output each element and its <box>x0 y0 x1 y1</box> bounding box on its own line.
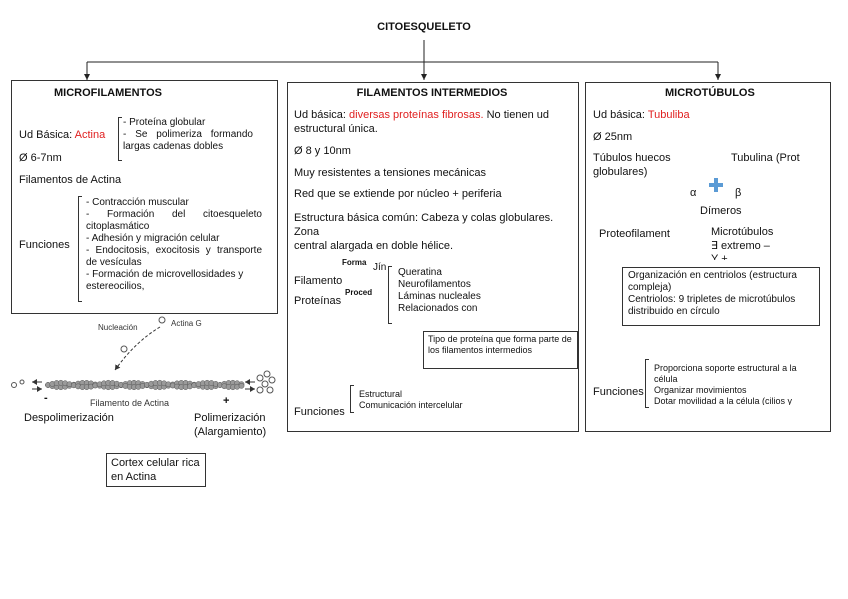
inter-filamentos-label: Filamentos <box>294 274 342 288</box>
mt-globulares: globulares) <box>593 165 647 179</box>
inter-ud-label: Ud básica: <box>294 109 349 121</box>
mt-funciones-brace <box>645 359 649 408</box>
micro-funcion-item: Adhesión y migración celular <box>86 233 262 245</box>
actina-g-label: Actina G <box>171 319 202 328</box>
mt-org-line: Centriolos: 9 tripletes de microtúbulos … <box>628 294 814 318</box>
mt-ymas: Y + <box>711 252 751 260</box>
plus-end-label: + <box>223 394 229 408</box>
page-title: CITOESQUELETO <box>0 20 848 34</box>
inter-list-item: Láminas nucleales <box>398 291 481 303</box>
inter-ud-basica: Ud básica: diversas proteínas fibrosas. … <box>294 108 569 136</box>
mt-beta: β <box>735 186 741 200</box>
micro-ud-label: Ud Básica: <box>19 129 75 141</box>
inter-list-item: Neurofilamentos <box>398 279 481 291</box>
mt-extremo: ∃ extremo – <box>711 239 770 253</box>
actin-figure-drawing <box>10 312 278 412</box>
despolimerizacion-label: Despolimerización <box>24 411 124 425</box>
cortex-text: Cortex celular rica en Actina <box>111 457 200 483</box>
mt-protofilament: Proteofilament <box>599 227 670 241</box>
mt-tubulina: Tubulina (Prot <box>731 151 827 165</box>
mt-funcion-item: Dotar movilidad a la célula (cilios y <box>654 396 814 405</box>
micro-funciones-label: Funciones <box>19 238 70 252</box>
inter-tipo-box: Tipo de proteína que forma parte de los … <box>423 331 578 369</box>
inter-diameter: Ø 8 y 10nm <box>294 144 351 158</box>
inter-ud-value: diversas proteínas fibrosas. <box>349 109 484 121</box>
inter-proteinas-label: Proteínas <box>294 294 346 308</box>
intermedios-title: FILAMENTOS INTERMEDIOS <box>287 86 577 100</box>
inter-list-brace <box>388 266 392 324</box>
mt-org-line: Organización en centriolos (estructura c… <box>628 270 814 294</box>
inter-jin-label: Jín <box>373 262 386 274</box>
polimerizacion-label: Polimerización (Alargamiento) <box>194 411 282 439</box>
mt-ud-value: Tubuliba <box>648 109 690 121</box>
actin-monomer <box>239 383 244 388</box>
micro-ud-value: Actina <box>75 129 106 141</box>
micro-filamentos: Filamentos de Actina <box>19 173 121 187</box>
micro-ud-prop: Se polimeriza formando largas cadenas do… <box>123 129 253 153</box>
filamento-label: Filamento de Actina <box>90 398 169 409</box>
microfilamentos-title: MICROFILAMENTOS <box>54 86 162 100</box>
mt-alpha: α <box>690 186 696 200</box>
micro-diameter: Ø 6-7nm <box>19 151 62 165</box>
plus-icon <box>709 178 723 192</box>
micro-ud-prop: Proteína globular <box>123 117 253 129</box>
mt-ud-label: Ud básica: <box>593 109 648 121</box>
micro-funciones-list: Contracción muscular Formación del citoe… <box>86 197 262 293</box>
mt-dimeros: Dímeros <box>700 204 742 218</box>
inter-estructura: Estructura básica común: Cabeza y colas … <box>294 211 562 253</box>
micro-funcion-item: Formación de microvellosidades y estereo… <box>86 269 262 293</box>
inter-list-item: Relacionados con <box>398 303 481 315</box>
inter-estructura-line1: Estructura básica común: Cabeza y colas … <box>294 211 562 239</box>
mt-funciones-list: Proporciona soporte estructural a la cél… <box>654 363 814 405</box>
mt-funciones-label: Funciones <box>593 385 644 399</box>
microtubulos-title: MICROTÚBULOS <box>665 86 755 100</box>
micro-funciones-brace <box>78 196 82 302</box>
actin-figure: Nucleación Actina G Filamento de Actina … <box>10 312 278 412</box>
inter-funciones-label: Funciones <box>294 405 345 419</box>
micro-funcion-item: Contracción muscular <box>86 197 262 209</box>
mt-diameter: Ø 25nm <box>593 130 632 144</box>
mt-ud-basica: Ud básica: Tubuliba <box>593 108 690 122</box>
micro-ud-props: Proteína globular Se polimeriza formando… <box>123 117 253 153</box>
inter-funcion-item: Estructural <box>359 389 463 400</box>
inter-estructura-line2: central alargada en doble hélice. <box>294 239 562 253</box>
inter-funciones-brace <box>350 385 354 413</box>
micro-ud-brace <box>118 117 122 161</box>
mt-tubulos: Túbulos huecos <box>593 151 671 165</box>
inter-funcion-item: Comunicación intercelular <box>359 400 463 411</box>
cortex-box: Cortex celular rica en Actina <box>106 453 206 487</box>
minus-end-label: - <box>44 391 48 405</box>
nucleacion-label: Nucleación <box>98 323 138 332</box>
mt-funcion-item: Organizar movimientos <box>654 385 814 396</box>
inter-list: Queratina Neurofilamentos Láminas nuclea… <box>398 267 481 315</box>
mt-org-box: Organización en centriolos (estructura c… <box>622 267 820 326</box>
inter-list-item: Queratina <box>398 267 481 279</box>
inter-resistencia: Muy resistentes a tensiones mecánicas <box>294 166 486 180</box>
inter-proced-label: Proced <box>345 288 372 297</box>
inter-red: Red que se extiende por núcleo + perifer… <box>294 187 502 201</box>
inter-forma-label: Forma <box>342 258 366 267</box>
mt-funcion-item: Proporciona soporte estructural a la cél… <box>654 363 814 385</box>
micro-ud-basica: Ud Básica: Actina <box>19 128 105 142</box>
micro-funcion-item: Endocitosis, exocitosis y transporte de … <box>86 245 262 269</box>
inter-funciones-list: Estructural Comunicación intercelular <box>359 389 463 411</box>
micro-funcion-item: Formación del citoesqueleto citoplasmáti… <box>86 209 262 233</box>
mt-microtubulos: Microtúbulos <box>711 225 773 239</box>
inter-tipo-text: Tipo de proteína que forma parte de los … <box>428 334 572 355</box>
